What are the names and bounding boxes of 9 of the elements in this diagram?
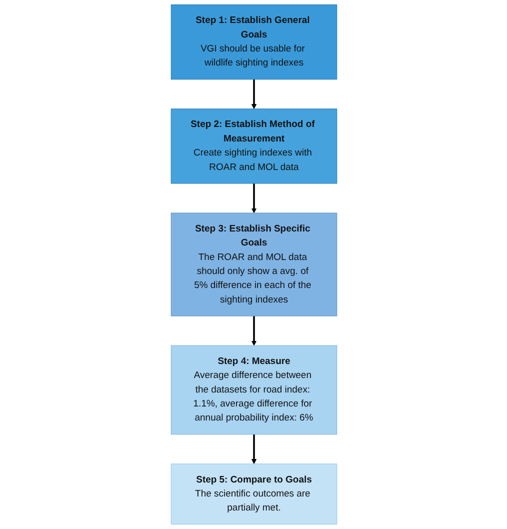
node-box: Step 3: Establish Specific Goals The ROAR and MOL data should only show a avg. of 5% difference in each of the sighting indexes (170, 212, 337, 316)
node-box: Step 4: Measure Average difference between the datasets for road index: 1.1%, average difference for annual probability index: 6% (170, 345, 337, 435)
node-box: Step 5: Compare to Goals The scientific outcomes are partially met. (170, 464, 337, 525)
arrow (250, 316, 256, 346)
node-box: Step 1: Establish General Goals VGI should be usable for wildlife sighting indexes (170, 4, 337, 80)
node-box: Step 2: Establish Method of Measurement Create sighting indexes with ROAR and MOL data (170, 108, 337, 184)
arrow (250, 183, 256, 214)
arrow (250, 434, 256, 464)
arrow (250, 79, 256, 110)
